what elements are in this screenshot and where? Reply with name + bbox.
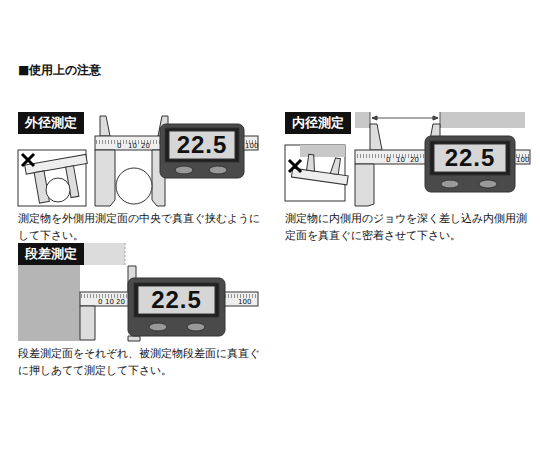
- lcd-reading: 22.5: [169, 131, 235, 159]
- scale-number: 100: [238, 298, 251, 306]
- note-text: 段差測定面をそれぞれ、被測定物段差面に真直ぐに押しあてて測定して下さい。: [18, 346, 270, 379]
- header-text: 段差測定: [25, 246, 77, 262]
- header-text: 内径測定: [292, 115, 344, 131]
- step-measure-figure: [18, 243, 258, 341]
- scale-number: 10: [105, 298, 114, 306]
- section-header: 外径測定: [18, 112, 84, 134]
- note-text: 測定物を外側用測定面の中央で真直ぐ挟むようにして下さい。: [18, 211, 270, 244]
- scale-number: 0: [117, 142, 121, 150]
- scale-number: 20: [410, 156, 419, 164]
- outer-measure-figure: [18, 116, 258, 206]
- scale-number: 10: [128, 142, 137, 150]
- section-header: 内径測定: [285, 112, 351, 134]
- lcd-reading: 22.5: [434, 144, 506, 172]
- inner-measure-figure: [285, 112, 530, 206]
- scale-number: 20: [141, 142, 150, 150]
- scale-number: 20: [116, 298, 125, 306]
- note-text: 測定物に内側用のジョウを深く差し込み内側用測定面を真直ぐに密着させて下さい。: [285, 211, 527, 244]
- lcd-reading: 22.5: [138, 286, 215, 314]
- header-text: 外径測定: [25, 115, 77, 131]
- scale-number: 100: [245, 142, 258, 150]
- scale-number: 0: [386, 156, 390, 164]
- scale-number: 0: [98, 298, 102, 306]
- section-header: 段差測定: [18, 243, 84, 265]
- page-title: ■使用上の注意: [18, 62, 101, 79]
- scale-number: 100: [516, 156, 529, 164]
- scale-number: 10: [396, 156, 405, 164]
